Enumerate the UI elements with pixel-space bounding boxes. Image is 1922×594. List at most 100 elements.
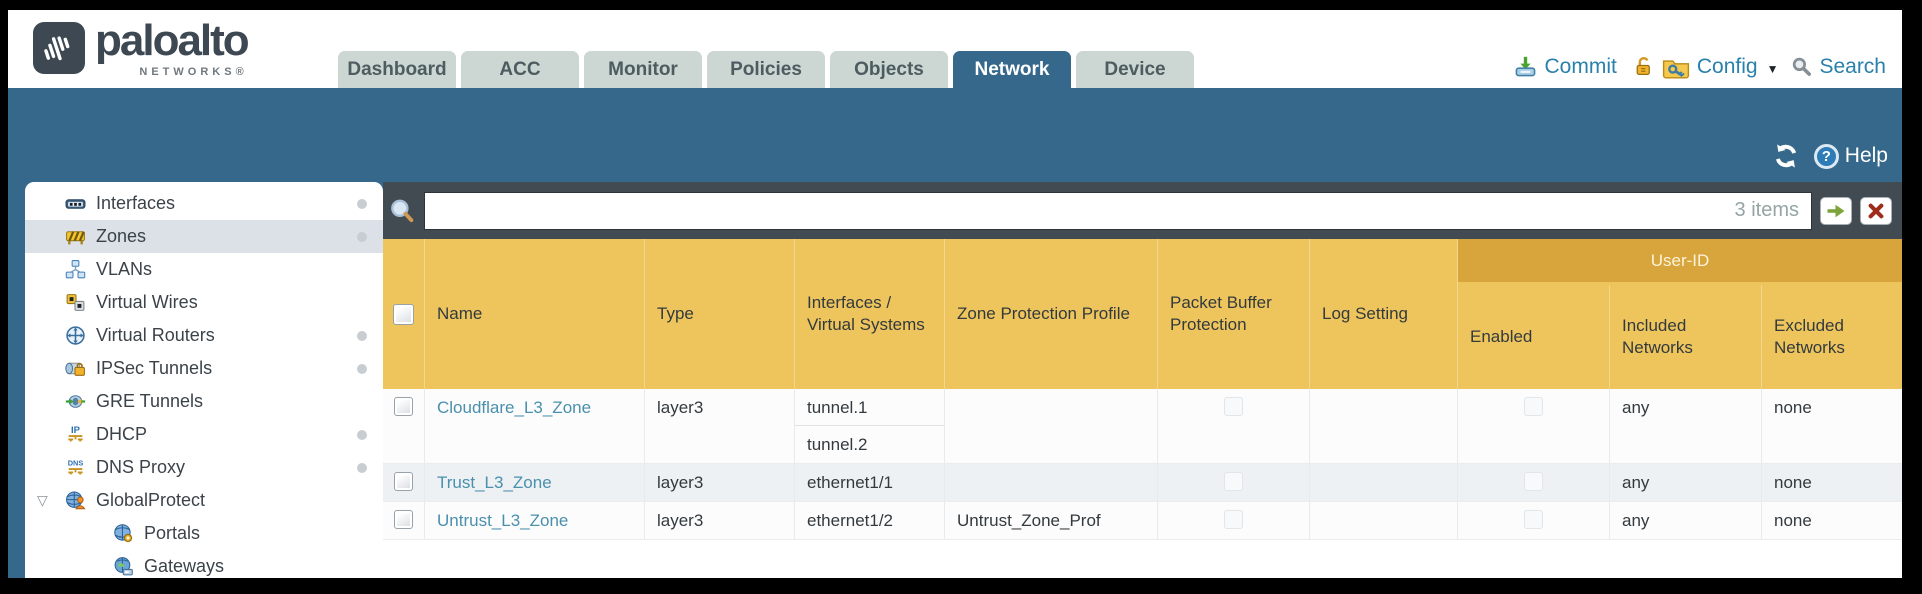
included-networks-cell: any (1610, 464, 1762, 501)
sidebar-item-label: DHCP (96, 424, 148, 444)
status-dot (357, 429, 367, 440)
sidebar-item-label: DNS Proxy (96, 457, 186, 477)
gateways-icon (113, 556, 135, 577)
column-header-included-networks[interactable]: Included Networks (1610, 285, 1762, 389)
status-dot (357, 462, 367, 473)
filter-bar: 3 items (383, 182, 1902, 239)
commit-button[interactable]: Commit (1544, 54, 1617, 78)
search-button[interactable]: Search (1819, 54, 1886, 78)
user-id-group-header: User-ID (1458, 239, 1902, 285)
tab-objects[interactable]: Objects (830, 51, 948, 88)
column-header-type[interactable]: Type (645, 239, 795, 389)
globalprotect-icon (65, 490, 87, 511)
clear-filter-button[interactable] (1860, 196, 1892, 225)
zone-protection-profile-cell: Untrust_Zone_Prof (945, 502, 1158, 539)
sidebar-item-label: IPSec Tunnels (96, 358, 213, 378)
main-panel: 3 items Name Type Interfaces / Virtual S… (383, 182, 1902, 578)
sidebar-item-zones[interactable]: Zones (25, 220, 383, 253)
tab-policies[interactable]: Policies (707, 51, 825, 88)
brand-wordmark: paloalto (95, 16, 250, 65)
sidebar-item-label: Virtual Routers (96, 325, 215, 345)
tab-device[interactable]: Device (1076, 51, 1194, 88)
tab-network[interactable]: Network (953, 51, 1071, 88)
sidebar-item-virtual-wires[interactable]: Virtual Wires (25, 286, 383, 319)
sidebar-item-label: Virtual Wires (96, 292, 198, 312)
column-header-zone-protection-profile[interactable]: Zone Protection Profile (945, 239, 1158, 389)
column-header-enabled[interactable]: Enabled (1458, 285, 1610, 389)
refresh-icon[interactable] (1772, 142, 1800, 170)
config-menu-button[interactable]: Config (1696, 54, 1758, 78)
packet-buffer-protection-checkbox (1158, 389, 1310, 463)
sidebar-item-label: Portals (144, 523, 201, 543)
row-select-checkbox[interactable] (383, 464, 425, 501)
interface-entry: tunnel.1 (795, 389, 944, 426)
tab-dashboard[interactable]: Dashboard (338, 51, 456, 88)
tab-acc[interactable]: ACC (461, 51, 579, 88)
column-header-log-setting[interactable]: Log Setting (1310, 239, 1458, 389)
search-icon (1791, 56, 1812, 77)
column-header-interfaces[interactable]: Interfaces / Virtual Systems (795, 239, 945, 389)
sidebar-item-ipsec-tunnels[interactable]: IPSec Tunnels (25, 352, 383, 385)
user-id-enabled-checkbox (1458, 502, 1610, 539)
zone-name-link[interactable]: Untrust_L3_Zone (437, 511, 569, 530)
interfaces-cell: tunnel.1 tunnel.2 (795, 389, 945, 463)
sidebar-item-label: Gateways (144, 556, 225, 576)
column-header-excluded-networks[interactable]: Excluded Networks (1774, 315, 1845, 357)
interface-entry: ethernet1/2 (807, 511, 894, 530)
sidebar-item-dhcp[interactable]: IP DHCP (25, 418, 383, 451)
interface-entry: tunnel.2 (807, 435, 868, 454)
type-cell: layer3 (645, 464, 795, 501)
packet-buffer-protection-checkbox (1158, 464, 1310, 501)
sidebar-item-portals[interactable]: Portals (25, 517, 383, 550)
log-setting-cell (1310, 464, 1458, 501)
user-id-enabled-checkbox (1458, 389, 1610, 463)
tab-monitor[interactable]: Monitor (584, 51, 702, 88)
paloalto-logo-icon (33, 22, 85, 74)
zone-name-link[interactable]: Trust_L3_Zone (437, 473, 552, 492)
ipsec-tunnels-icon (65, 358, 87, 379)
gre-tunnels-icon (65, 391, 87, 412)
help-icon[interactable]: ? (1813, 143, 1839, 169)
sidebar-item-vlans[interactable]: VLANs (25, 253, 383, 286)
name-cell: Cloudflare_L3_Zone (425, 389, 645, 463)
collapse-triangle-icon[interactable]: ▽ (37, 492, 48, 508)
vlans-icon (65, 259, 87, 280)
sidebar-item-globalprotect[interactable]: ▽GlobalProtect (25, 484, 383, 517)
type-cell: layer3 (645, 389, 795, 463)
dhcp-icon: IP (65, 424, 87, 445)
status-dot (357, 363, 367, 374)
row-select-checkbox[interactable] (383, 502, 425, 539)
interfaces-cell: ethernet1/1 (795, 464, 945, 501)
excluded-networks-cell: none (1774, 473, 1812, 492)
excluded-networks-cell: none (1774, 398, 1812, 417)
lock-icon[interactable] (1632, 55, 1655, 78)
sidebar-item-gre-tunnels[interactable]: GRE Tunnels (25, 385, 383, 418)
zone-name-link[interactable]: Cloudflare_L3_Zone (437, 398, 592, 417)
select-all-checkbox[interactable] (383, 239, 425, 389)
column-header-name[interactable]: Name (425, 239, 645, 389)
sidebar-item-gateways[interactable]: Gateways (25, 550, 383, 578)
status-dot (357, 198, 367, 209)
sidebar-item-interfaces[interactable]: Interfaces (25, 187, 383, 220)
sidebar-item-virtual-routers[interactable]: Virtual Routers (25, 319, 383, 352)
brand-networks-label: NETWORKS® (139, 66, 248, 78)
row-select-checkbox[interactable] (383, 389, 425, 463)
filter-input-box: 3 items (424, 191, 1812, 230)
help-label[interactable]: Help (1844, 144, 1888, 167)
zones-table: Name Type Interfaces / Virtual Systems Z… (383, 239, 1902, 578)
interfaces-cell: ethernet1/2 (795, 502, 945, 539)
name-cell: Trust_L3_Zone (425, 464, 645, 501)
sidebar-item-dns-proxy[interactable]: DNS DNS Proxy (25, 451, 383, 484)
filter-input[interactable] (425, 192, 1735, 229)
status-dot (357, 330, 367, 341)
svg-text:DNS: DNS (68, 459, 84, 468)
apply-filter-button[interactable] (1820, 196, 1852, 225)
column-header-packet-buffer-protection[interactable]: Packet Buffer Protection (1158, 239, 1310, 389)
log-setting-cell (1310, 502, 1458, 539)
